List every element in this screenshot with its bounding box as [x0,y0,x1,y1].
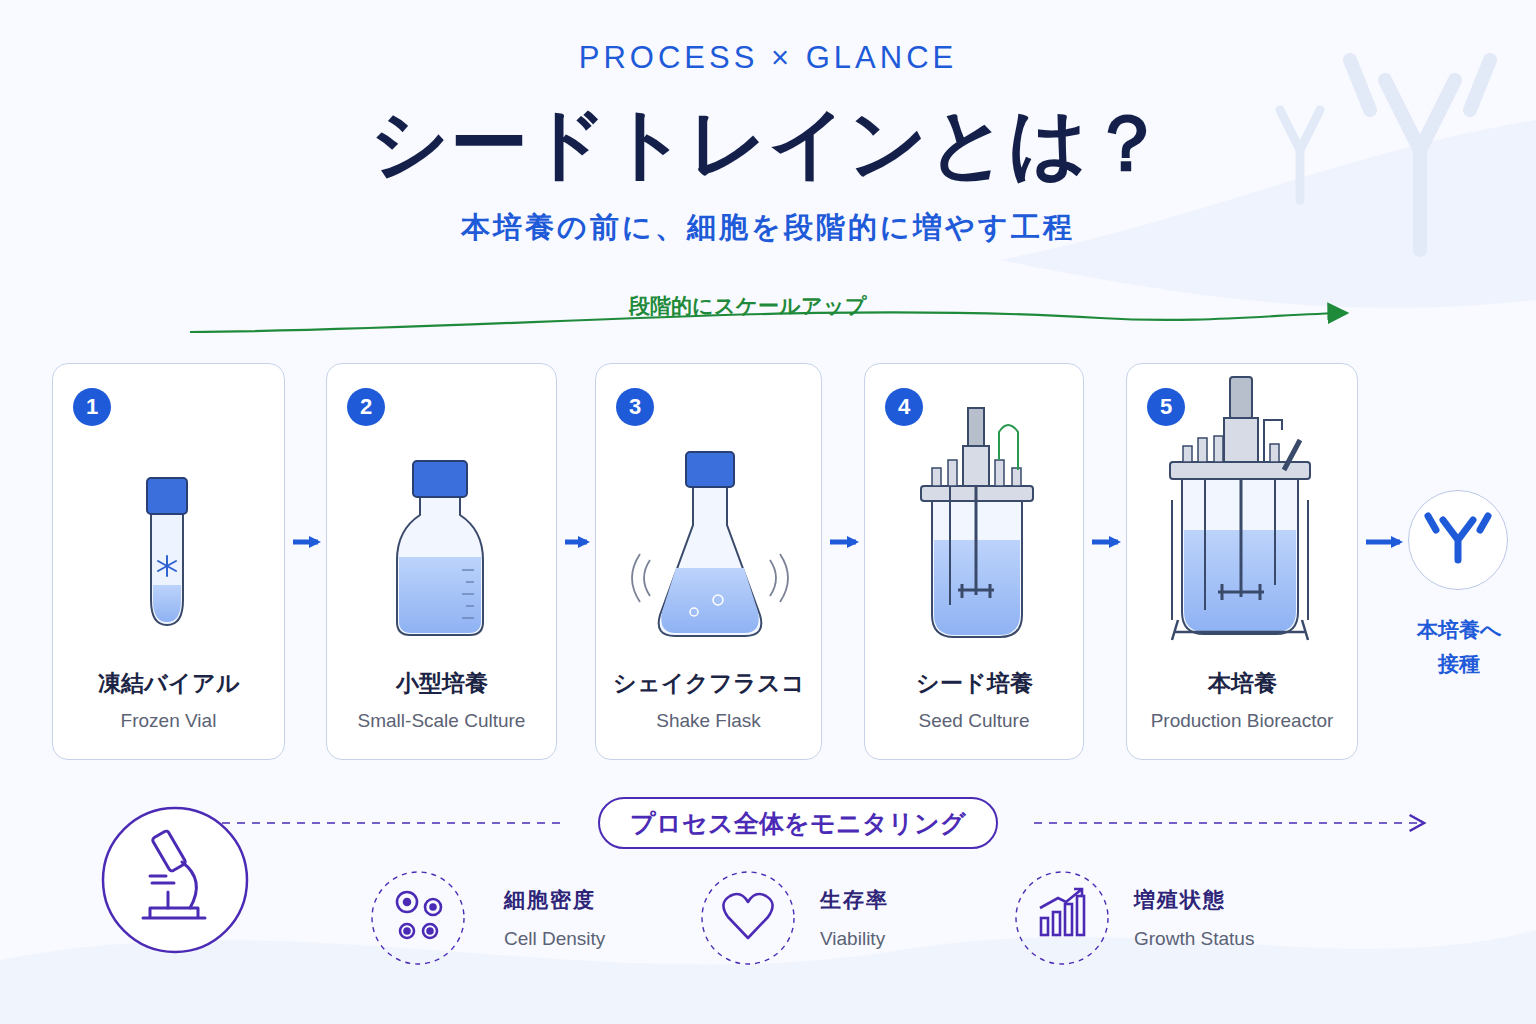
step-title: 凍結バイアル [53,668,284,699]
shake-flask [632,452,788,636]
step-number: 5 [1147,388,1185,426]
dashed-icon-circle [372,872,1108,964]
microscope-circle [103,808,247,952]
heart-icon [723,894,772,938]
step-card: 1 凍結バイアル Frozen Vial [52,363,285,760]
subtitle: 本培養の前に、細胞を段階的に増やす工程 [0,208,1536,248]
monitor-item: 生存率 Viability [702,870,1002,966]
flow-arrow [565,540,587,545]
step-title: シード培養 [865,668,1083,699]
flow-arrow [293,540,318,545]
step-number: 1 [73,388,111,426]
microscope-icon [143,830,205,918]
step-number: 4 [885,388,923,426]
step-number: 3 [616,388,654,426]
chart-icon [1040,889,1084,935]
metric-subtitle: Viability [820,928,885,950]
page-title: シードトレインとは？ [0,92,1536,197]
metric-subtitle: Cell Density [504,928,605,950]
media-bottle [397,461,483,635]
step-card: 4 シード培養 Seed Culture [864,363,1084,760]
metric-title: 増殖状態 [1134,886,1226,914]
flow-arrow [830,540,856,545]
step-subtitle: Seed Culture [865,710,1083,732]
card-ground [52,363,1508,760]
flow-arrow [1366,540,1400,545]
step-card: 2 小型培養 Small-Scale Culture [326,363,557,760]
antibody-watermark [1280,60,1490,250]
step-subtitle: Production Bioreactor [1127,710,1357,732]
bg-wave [0,930,1536,1024]
step-subtitle: Frozen Vial [53,710,284,732]
step-card: 5 本培養 Production Bioreactor [1126,363,1358,760]
frozen-vial [147,478,187,625]
antibody-icon [1428,516,1488,560]
metric-title: 生存率 [820,886,889,914]
metric-subtitle: Growth Status [1134,928,1254,950]
step-subtitle: Shake Flask [596,710,821,732]
step-subtitle: Small-Scale Culture [327,710,556,732]
end-circle: 本培養へ 接種 [1408,490,1508,590]
seed-bioreactor [921,408,1033,637]
scale-up-label: 段階的にスケールアップ [548,292,948,320]
cells-icon [397,892,441,938]
step-title: 本培養 [1127,668,1357,699]
monitor-text: プロセス全体をモニタリング [630,807,966,840]
metric-title: 細胞密度 [504,886,596,914]
flow-arrow [1092,540,1118,545]
step-title: シェイクフラスコ [596,668,821,699]
monitor-item: 細胞密度 Cell Density [372,870,672,966]
production-bioreactor [1170,377,1310,640]
end-label: 本培養へ 接種 [1409,613,1509,681]
header-label: PROCESS × GLANCE [0,40,1536,76]
monitor-item: 増殖状態 Growth Status [1016,870,1316,966]
step-number: 2 [347,388,385,426]
step-card: 3 シェイクフラスコ Shake Flask [595,363,822,760]
step-title: 小型培養 [327,668,556,699]
monitor-pill: プロセス全体をモニタリング [598,797,998,849]
